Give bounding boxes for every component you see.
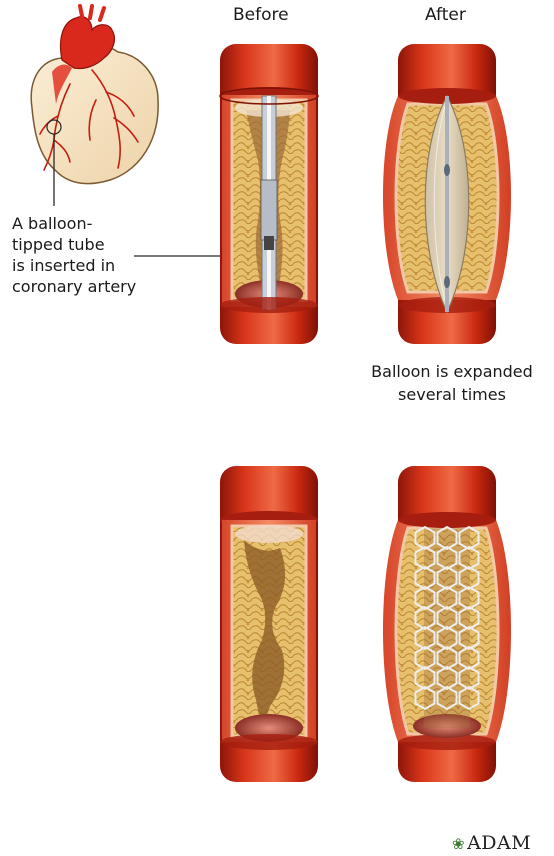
balloon-tube-annotation: A balloon- tipped tube is inserted in co…: [12, 213, 212, 297]
artery-after-stent: [383, 466, 511, 782]
annotation-line: tipped tube: [12, 234, 212, 255]
logo-text: ADAM: [467, 832, 531, 854]
column-label-before: Before: [233, 4, 289, 26]
leaf-icon: ❀: [452, 835, 465, 853]
annotation-line: is inserted in: [12, 255, 212, 276]
annotation-line: coronary artery: [12, 276, 212, 297]
column-label-after: After: [425, 4, 466, 26]
adam-logo: ❀ADAM: [452, 832, 531, 854]
annotation-line: A balloon-: [12, 213, 212, 234]
artery-after-balloon: [383, 44, 511, 344]
balloon-caption: Balloon is expanded several times: [347, 360, 554, 406]
caption-line: Balloon is expanded: [347, 360, 554, 383]
caption-line: several times: [347, 383, 554, 406]
artery-before-catheter: [220, 44, 318, 344]
artery-before-plaque: [220, 466, 318, 782]
heart-illustration: [31, 6, 158, 184]
